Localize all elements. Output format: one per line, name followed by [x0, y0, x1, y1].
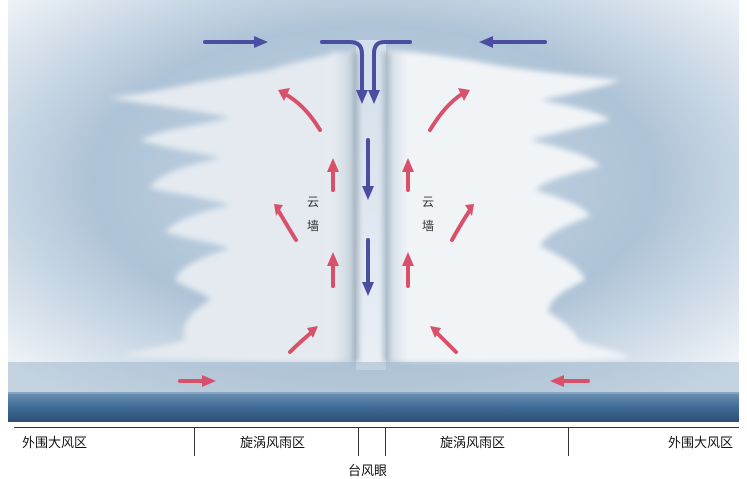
updraft-left-low-arrow	[288, 330, 314, 354]
updraft-right-mid-arrow	[450, 208, 472, 242]
region-outer-left: 外围大风区	[22, 436, 88, 451]
updraft-left-top-arrow	[283, 92, 322, 132]
sea-surface	[8, 392, 739, 422]
updraft-arrows	[178, 88, 590, 387]
eye-descent-left-arrow	[320, 40, 364, 94]
region-scale-line	[14, 427, 739, 428]
right-cloud-wall	[384, 50, 630, 364]
region-divider-4	[568, 428, 569, 456]
region-outer-right: 外围大风区	[668, 436, 734, 451]
eye-descent-right-arrow	[372, 40, 412, 94]
upper-outflow-arrows	[203, 36, 547, 296]
region-eye: 台风眼	[348, 464, 388, 479]
left-cloud-wall	[110, 50, 358, 363]
updraft-right-top-arrow	[428, 92, 464, 132]
region-vortex-right: 旋涡风雨区	[440, 436, 506, 451]
region-vortex-left: 旋涡风雨区	[240, 436, 306, 451]
region-divider-2	[358, 428, 359, 456]
updraft-right-low-arrow	[434, 330, 458, 354]
updraft-left-mid-arrow	[276, 208, 298, 242]
cloud-wall-label-left: 云墙	[306, 195, 319, 233]
cloud-wall-label-right: 云墙	[421, 195, 434, 233]
region-divider-1	[194, 428, 195, 456]
region-divider-3	[385, 428, 386, 456]
sea-spray-band	[8, 362, 739, 394]
